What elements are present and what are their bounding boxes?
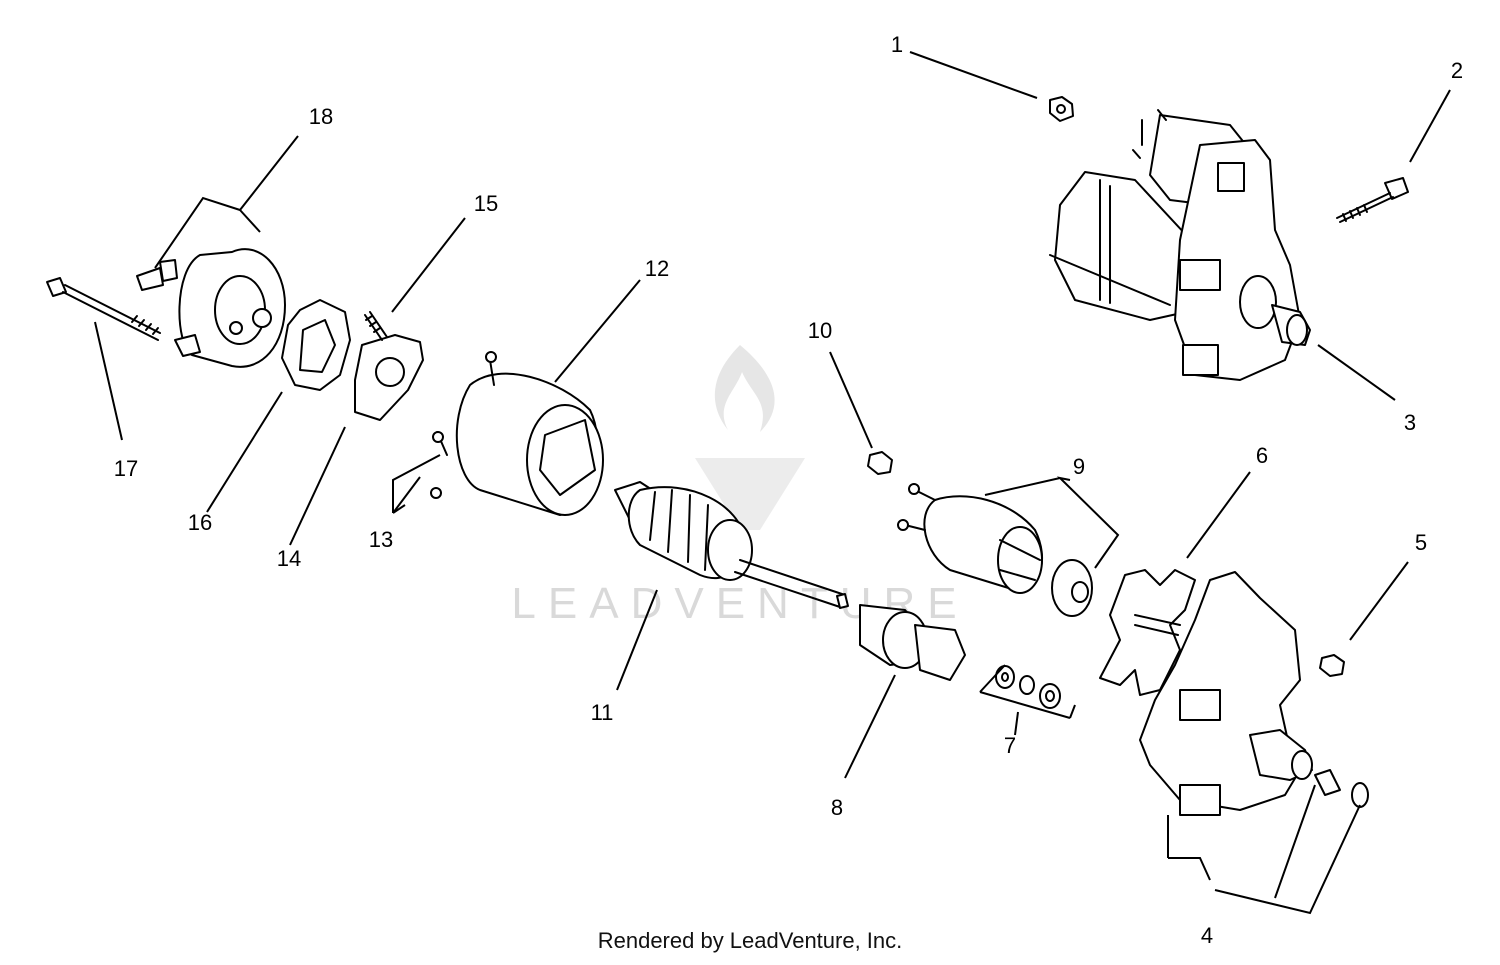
leader-4 xyxy=(1167,784,1361,915)
part-bolt-2 xyxy=(1336,177,1409,223)
callout-12: 12 xyxy=(645,256,669,281)
part-nut-10 xyxy=(867,451,893,475)
leader-10 xyxy=(829,351,873,449)
leader-8 xyxy=(844,674,896,779)
callout-9: 9 xyxy=(1073,454,1085,479)
leader-12 xyxy=(554,279,641,383)
leader-18 xyxy=(154,135,299,269)
leader-6 xyxy=(1186,471,1251,559)
leader-7 xyxy=(979,664,1076,736)
callout-numbers: 1 2 3 4 5 6 7 8 9 10 11 12 13 14 15 16 1… xyxy=(114,32,1463,948)
callout-11: 11 xyxy=(591,700,614,725)
leader-1 xyxy=(909,51,1038,99)
part-drive-housing xyxy=(1139,571,1369,816)
callout-17: 17 xyxy=(114,456,138,481)
callout-2: 2 xyxy=(1451,58,1463,83)
part-through-bolt xyxy=(46,277,161,341)
part-brush-plate xyxy=(281,299,351,391)
part-nut-1 xyxy=(1049,96,1074,122)
callout-8: 8 xyxy=(831,795,843,820)
leader-11 xyxy=(616,589,658,691)
part-armature xyxy=(614,481,849,609)
callout-3: 3 xyxy=(1404,410,1416,435)
callout-16: 16 xyxy=(188,510,212,535)
callout-15: 15 xyxy=(474,191,498,216)
part-nut-5 xyxy=(1319,654,1345,677)
watermark-flame-icon xyxy=(714,345,775,432)
part-washer-set xyxy=(995,665,1061,709)
callout-14: 14 xyxy=(277,546,301,571)
callout-4: 4 xyxy=(1201,923,1213,948)
part-starter-assembly xyxy=(1049,109,1311,381)
leader-2 xyxy=(1409,89,1451,163)
leader-3 xyxy=(1317,344,1396,401)
callout-5: 5 xyxy=(1415,530,1427,555)
watermark-v-icon xyxy=(695,458,805,530)
leader-14 xyxy=(289,426,346,546)
part-rear-cover xyxy=(136,248,286,368)
callout-10: 10 xyxy=(808,318,832,343)
callout-6: 6 xyxy=(1256,443,1268,468)
callout-1: 1 xyxy=(891,32,903,57)
leader-lines xyxy=(94,51,1451,915)
part-yoke xyxy=(430,351,604,516)
part-solenoid xyxy=(897,483,1093,617)
callout-7: 7 xyxy=(1004,733,1016,758)
footer-credit: Rendered by LeadVenture, Inc. xyxy=(597,928,903,953)
part-pinion-clutch xyxy=(859,604,966,681)
part-brush-holder xyxy=(354,311,424,421)
leader-5 xyxy=(1349,561,1409,641)
callout-18: 18 xyxy=(309,104,333,129)
leader-17 xyxy=(94,321,123,441)
part-shift-lever xyxy=(1099,569,1196,696)
callout-13: 13 xyxy=(369,527,393,552)
leader-9 xyxy=(984,476,1120,569)
leader-15 xyxy=(391,217,466,313)
leader-16 xyxy=(206,391,283,513)
leader-13 xyxy=(392,454,441,514)
